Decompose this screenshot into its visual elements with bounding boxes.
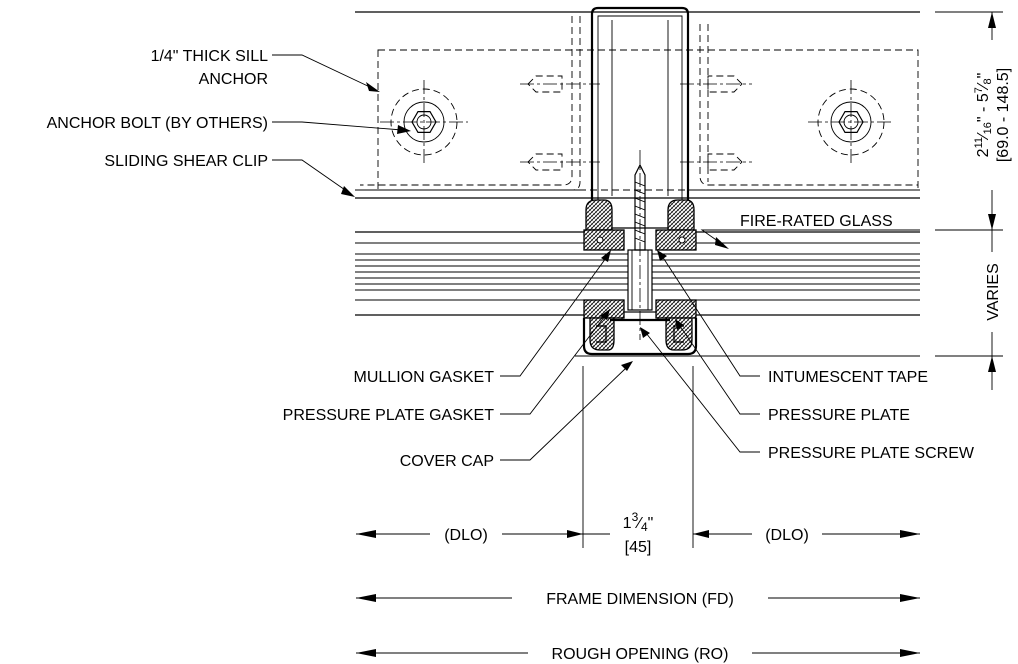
depth-frac2-den: 8 [982,78,994,84]
label-cover-cap: COVER CAP [400,453,494,470]
pressure-plate-screw [621,150,659,340]
label-sill-anchor-line2: ANCHOR [199,71,268,88]
label-dlo-left: (DLO) [444,527,488,544]
leaders-lower-left [500,250,633,461]
sliding-shear-clip [360,16,918,191]
mullion-whole: 1 [623,515,632,532]
leaders-left [272,54,411,197]
label-pressure-plate: PRESSURE PLATE [768,407,910,424]
label-frame-dimension: FRAME DIMENSION (FD) [546,591,734,608]
label-sill-anchor-line1: 1/4" THICK SILL [151,48,269,65]
label-varies: VARIES [985,263,1002,321]
mullion-metric: [45] [625,539,652,556]
clip-screws [520,75,752,171]
fire-rated-glass [355,231,920,316]
anchor-bolt-right [808,80,894,166]
glass-varies-text: VARIES [985,263,1002,321]
label-intumescent-tape: INTUMESCENT TAPE [768,369,928,386]
label-pressure-plate-gasket: PRESSURE PLATE GASKET [283,407,495,424]
mullion-frac-slash: ⁄ [634,515,643,532]
dlo-dimension-lines [356,530,920,538]
mullion-frac-den: 4 [641,520,648,534]
mullion-width-text: 13⁄4" [623,510,654,534]
label-dlo-right: (DLO) [765,527,809,544]
mullion-gaskets [583,199,697,251]
fd-dimension-line [356,594,920,602]
label-fire-rated-glass: FIRE-RATED GLASS [740,213,893,230]
mullion-frac-num: 3 [632,510,639,524]
depth-whole: 2 [975,148,992,157]
depth-frac-den: 16 [982,122,994,134]
pressure-plate-assembly [575,299,920,357]
label-anchor-bolt: ANCHOR BOLT (BY OTHERS) [47,115,268,132]
mullion-tube [590,6,690,229]
depth-dimension [935,11,1003,390]
depth-metric: [69.0 - 148.5] [995,68,1012,162]
mullion-width-extension-lines [582,366,694,548]
leaders-right [640,229,920,453]
depth-frac2-num: 7 [973,87,985,93]
label-sliding-shear-clip: SLIDING SHEAR CLIP [104,153,268,170]
label-pressure-plate-screw: PRESSURE PLATE SCREW [768,445,975,462]
mullion-inch: " [648,515,654,532]
depth-frac-num: 11 [973,137,985,148]
depth-inch: " [975,73,992,79]
depth-mid: " - 5 [975,93,992,122]
anchor-bolt-left [380,80,468,166]
svg-text:211⁄16" - 57⁄8": 211⁄16" - 57⁄8" [973,73,994,158]
label-rough-opening: ROUGH OPENING (RO) [552,646,729,663]
label-mullion-gasket: MULLION GASKET [354,369,495,386]
ro-dimension-line [356,649,920,657]
depth-frac2-slash: ⁄ [975,82,992,91]
depth-frac-slash: ⁄ [975,132,992,141]
sill-anchor-plate [377,49,919,191]
depth-dimension-text: 211⁄16" - 57⁄8" [69.0 - 148.5] [973,68,1012,162]
